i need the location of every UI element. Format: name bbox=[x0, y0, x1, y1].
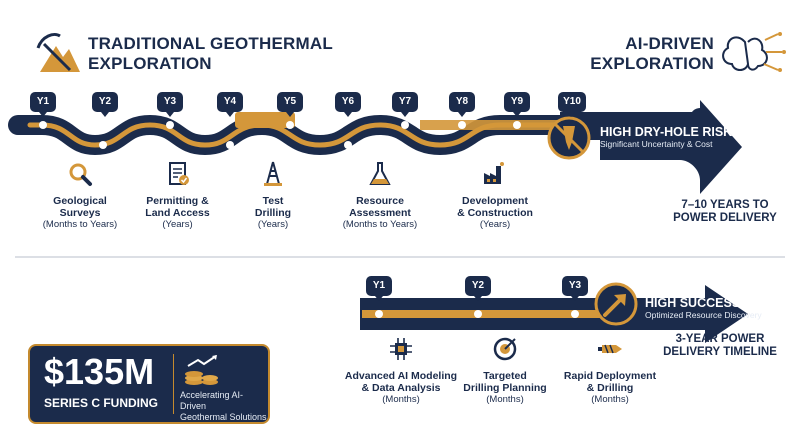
step-duration: (Years) bbox=[257, 219, 289, 230]
year-marker: Y8 bbox=[449, 92, 475, 117]
year-marker: Y1 bbox=[366, 276, 392, 301]
step-title-line2: & Construction bbox=[457, 207, 533, 219]
year-marker: Y1 bbox=[30, 92, 56, 117]
ai-road bbox=[360, 285, 748, 343]
year-marker: Y10 bbox=[558, 92, 586, 117]
timeline-line2: DELIVERY TIMELINE bbox=[663, 346, 777, 358]
timeline-line1: 3-YEAR POWER bbox=[675, 333, 765, 345]
step-title-line2: & Drilling bbox=[586, 382, 634, 394]
year-marker: Y9 bbox=[504, 92, 530, 117]
step-duration: (Months) bbox=[382, 394, 420, 405]
funding-desc-line2: Geothermal Solutions bbox=[180, 412, 267, 422]
step-targeted-drilling: Targeted Drilling Planning (Months) bbox=[455, 335, 555, 406]
funding-divider bbox=[173, 354, 174, 414]
delivery-callout: 7–10 YEARS TO POWER DELIVERY bbox=[660, 199, 790, 225]
step-duration: (Years) bbox=[162, 219, 193, 230]
step-title-line1: Targeted bbox=[483, 370, 527, 382]
step-title-line1: Geological bbox=[53, 195, 107, 207]
year-marker: Y2 bbox=[92, 92, 118, 117]
mountain-pickaxe-icon bbox=[36, 33, 80, 72]
drill-rig-icon bbox=[264, 161, 282, 186]
ai-title-line2: EXPLORATION bbox=[590, 54, 714, 73]
step-title-line1: Test bbox=[262, 195, 284, 207]
step-duration: (Years) bbox=[479, 219, 511, 230]
step-title-line1: Development bbox=[462, 195, 528, 207]
no-drill-badge bbox=[547, 116, 591, 160]
funding-label: SERIES C FUNDING bbox=[44, 396, 159, 410]
delivery-line1: 7–10 YEARS TO bbox=[681, 199, 769, 211]
ai-title: AI-DRIVEN EXPLORATION bbox=[590, 34, 714, 74]
step-title-line2: Land Access bbox=[145, 207, 210, 219]
step-title-line1: Resource bbox=[356, 195, 404, 207]
step-title-line2: Drilling bbox=[254, 207, 292, 219]
step-duration: (Months to Years) bbox=[42, 219, 118, 230]
year-marker: Y4 bbox=[217, 92, 243, 117]
factory-icon bbox=[484, 162, 504, 184]
flask-icon bbox=[369, 162, 391, 185]
step-ai-modeling: Advanced AI Modeling & Data Analysis (Mo… bbox=[336, 335, 466, 406]
ai-title-line1: AI-DRIVEN bbox=[625, 34, 714, 53]
traditional-road bbox=[8, 100, 742, 194]
year-marker: Y7 bbox=[392, 92, 418, 117]
drill-bit-icon bbox=[598, 344, 622, 354]
step-rapid-deployment: Rapid Deployment & Drilling (Months) bbox=[555, 335, 665, 406]
risk-subtitle: Significant Uncertainty & Cost bbox=[600, 139, 713, 149]
step-permitting: Permitting & Land Access (Years) bbox=[130, 160, 225, 231]
target-icon bbox=[493, 337, 517, 361]
step-title-line2: Assessment bbox=[349, 207, 411, 219]
step-development: Development & Construction (Years) bbox=[440, 160, 550, 231]
year-marker: Y3 bbox=[157, 92, 183, 117]
success-title: HIGH SUCCESS RATES bbox=[645, 296, 786, 310]
funding-box: $135M SERIES C FUNDING Accelerating AI-D… bbox=[28, 344, 270, 424]
year-marker: Y5 bbox=[277, 92, 303, 117]
success-arrow-badge bbox=[594, 282, 638, 326]
ai-year-dots bbox=[375, 310, 579, 318]
step-duration: (Months) bbox=[591, 394, 629, 405]
year-marker: Y2 bbox=[465, 276, 491, 301]
success-subtitle: Optimized Resource Discovery bbox=[645, 310, 762, 320]
step-resource-assessment: Resource Assessment (Months to Years) bbox=[325, 160, 435, 231]
step-title-line2: Drilling Planning bbox=[463, 382, 547, 394]
document-check-icon bbox=[168, 162, 189, 185]
step-title-line1: Advanced AI Modeling bbox=[344, 370, 458, 382]
traditional-title-line1: TRADITIONAL GEOTHERMAL bbox=[88, 34, 333, 53]
step-title-line2: Surveys bbox=[59, 207, 101, 219]
year-marker: Y3 bbox=[562, 276, 588, 301]
year-marker: Y6 bbox=[335, 92, 361, 117]
magnifier-icon bbox=[69, 163, 92, 186]
timeline-callout: 3-YEAR POWER DELIVERY TIMELINE bbox=[650, 333, 790, 359]
step-test-drilling: Test Drilling (Years) bbox=[238, 160, 308, 231]
chip-icon bbox=[390, 338, 412, 360]
funding-desc-line1: Accelerating AI-Driven bbox=[180, 390, 244, 411]
coins-growth-icon bbox=[185, 355, 218, 385]
traditional-title-line2: EXPLORATION bbox=[88, 54, 212, 73]
delivery-line2: POWER DELIVERY bbox=[673, 212, 777, 224]
step-title-line1: Permitting & bbox=[146, 195, 209, 207]
step-duration: (Months to Years) bbox=[342, 219, 418, 230]
step-title-line1: Rapid Deployment bbox=[563, 370, 657, 382]
step-geological-surveys: Geological Surveys (Months to Years) bbox=[30, 160, 130, 231]
funding-amount: $135M bbox=[44, 351, 155, 392]
traditional-title: TRADITIONAL GEOTHERMAL EXPLORATION bbox=[88, 34, 333, 74]
risk-title: HIGH DRY-HOLE RISK bbox=[600, 125, 733, 139]
section-divider bbox=[15, 256, 785, 258]
brain-circuit-icon bbox=[722, 32, 786, 72]
funding-description: Accelerating AI-Driven Geothermal Soluti… bbox=[180, 390, 268, 423]
step-duration: (Months) bbox=[486, 394, 524, 405]
step-title-line2: & Data Analysis bbox=[361, 382, 441, 394]
risk-callout: HIGH DRY-HOLE RISK Significant Uncertain… bbox=[600, 125, 732, 149]
success-callout: HIGH SUCCESS RATES Optimized Resource Di… bbox=[645, 296, 785, 320]
